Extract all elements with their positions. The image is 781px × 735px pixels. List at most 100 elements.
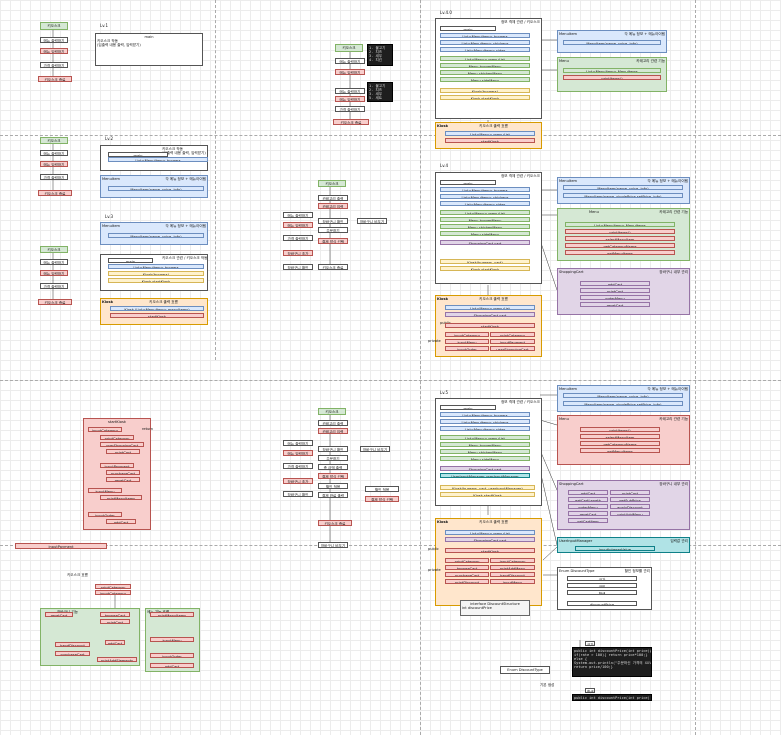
note: 카테고리 관련 기능 [659, 209, 688, 214]
box-title: ShoppingCart [559, 269, 584, 274]
code-label: 학생 [585, 688, 595, 693]
section-divider [0, 380, 781, 381]
menu-choose-node: 메뉴 입력하기 [40, 161, 68, 167]
cart-check-node: 장바구니 확인 [283, 491, 313, 497]
input-category-node: 카테고리 입력 [318, 203, 348, 209]
note: 각 메뉴 정보 + 메뉴아이템 [165, 176, 206, 181]
kiosk-ctor: Kiosk(burgers, cart) [440, 259, 530, 264]
code-line: if(rate > 100){ return price*100;} [574, 652, 648, 657]
cart-item: printAddMenu [610, 511, 650, 516]
console-line: 4. 치킨 [369, 57, 383, 62]
menu-getitems: getMenuItems [580, 448, 660, 453]
main-title: main [144, 34, 154, 39]
menu-print-node: 카테고리 출력 [318, 195, 348, 201]
section-divider [215, 0, 216, 360]
menuitem-box: MenuItem 각 메뉴 정보 + 메뉴아이템 [557, 385, 690, 412]
menu-print: printItems() [565, 229, 675, 234]
cart-check-node: 장바구니 확인 [318, 446, 348, 452]
cart-item: addCart [580, 281, 650, 286]
section-divider [695, 0, 696, 735]
private-label: private [428, 568, 441, 572]
menu-print-node: 메뉴 출력하기 [40, 37, 68, 43]
note: 카테고리 관련 기능 [636, 58, 665, 63]
cart-item: printCart [580, 288, 650, 293]
menu-print: printItems() [580, 427, 660, 432]
code-block: public int discountPrice(int price) [572, 694, 652, 701]
start-node: 키오스크 [335, 44, 363, 52]
main-label: main [108, 258, 153, 263]
kiosk-list: List<Menu> menuList [445, 530, 535, 535]
start-node: 키오스크 [318, 180, 346, 187]
method: inputMenu [88, 488, 122, 493]
menuitem-ctor: MenuItem(name, price, info) [108, 186, 204, 191]
menu-line: Menu sideMenu [440, 231, 530, 236]
menu-print-node: 메뉴 출력하기 [335, 88, 365, 94]
kiosk-method: inputCategory [490, 558, 535, 563]
flow-node: addCart [105, 640, 125, 645]
menu-getitems: getMenuItems [565, 250, 675, 255]
box-title: 메뉴 기능 흐름 [147, 610, 198, 614]
box-title: Menu [559, 58, 569, 63]
flow-node: inputOrder [150, 653, 194, 658]
kiosk-list: List<Menu> menuList [445, 305, 535, 310]
level-label: Lv.2 [105, 136, 114, 141]
menu-choose-node: 메뉴 입력하기 [40, 270, 68, 276]
end-node: 키오스크 종료 [333, 119, 369, 125]
order-node: 주문하기 [318, 455, 348, 461]
menu-select: selectMenuItem [565, 236, 675, 241]
menu-line: Menu sideMenu [440, 456, 530, 461]
discount-node: 할인 적용 [318, 483, 348, 489]
cart-item: resetCart [568, 511, 608, 516]
cart-line: ShoppingCart cart [440, 466, 530, 471]
kiosk-list: List<Menu> menuList [445, 131, 535, 136]
method: printCart [106, 449, 140, 454]
console-line: 3. 새우 [369, 53, 383, 58]
menu-line: Menu chickenMenu [440, 70, 530, 75]
level-label: Lv.5 [440, 390, 449, 395]
main-body: 키오스크 작동 [97, 38, 118, 43]
method: purchaseCart [106, 470, 140, 475]
console-line: 5. 세트 [369, 95, 383, 100]
flow-node: printCategory [95, 584, 131, 589]
method: inputPayment [100, 463, 134, 468]
method: inputPayment [15, 543, 107, 549]
box-title: MenuItem [559, 31, 578, 36]
box-title: MenuItem [559, 386, 578, 391]
discount-node: 할인 적용 [365, 486, 399, 492]
box-title: MenuItem [102, 223, 121, 228]
box-title: Kiosk [437, 296, 449, 301]
flow-node: purchaseCart [55, 651, 90, 656]
kiosk-method: printAddMenu [490, 565, 535, 570]
cart-item: orderMenu [580, 295, 650, 300]
kiosk-method: handDiscount [490, 572, 535, 577]
level-label: Lv.4 [440, 163, 449, 168]
menu-choose-node: 메뉴 입력하기 [335, 96, 365, 102]
flow-node: printAddElements [97, 657, 137, 662]
note: 키오스크 관련 / 키오스크 작동 [162, 255, 208, 260]
order-node: 주문하기 [318, 227, 348, 233]
console-output: 1. 불고기 2. 치즈 3. 새우 5. 세트 [367, 82, 393, 102]
method: inputOrder [88, 512, 122, 517]
end-node: 키오스크 종료 [38, 299, 72, 305]
cart-item: resetCart [580, 302, 650, 307]
code-block: public int discountPrice(int price){ if(… [572, 647, 652, 677]
note: 키오스크 작동 [162, 146, 183, 151]
pay-node: 결제 방식 선택 [318, 238, 348, 244]
code-line: public int discountPrice(int price){ [574, 648, 652, 653]
box-title: MenuItem [559, 178, 578, 183]
enum-item: discountPrice [567, 601, 637, 606]
menuitem-ctor: MenuItem(name, price, info) [563, 40, 661, 45]
note: 정보 객체 관련 / 키오스크 작동 [501, 19, 541, 24]
cart-line: ShoppingCart cart [440, 240, 530, 245]
public-label: public [428, 547, 439, 551]
kiosk-start: Kiosk.startKiosk [440, 266, 530, 271]
price-print-node: 가격 출력하기 [283, 235, 313, 241]
method: resetCart [106, 477, 140, 482]
flow-node: inputCategory [95, 590, 131, 595]
kiosk-method: userShoppingCart [490, 346, 535, 351]
cart-add-node: 장바구니 추가 [283, 478, 313, 484]
list-line: List<MenuItem> sides [440, 47, 530, 52]
cart-item: getSubPrice [610, 497, 650, 502]
cart-back-node: 장바구니 비우기 [360, 446, 390, 452]
note: 키오스크 출력 흐름 [149, 299, 178, 304]
